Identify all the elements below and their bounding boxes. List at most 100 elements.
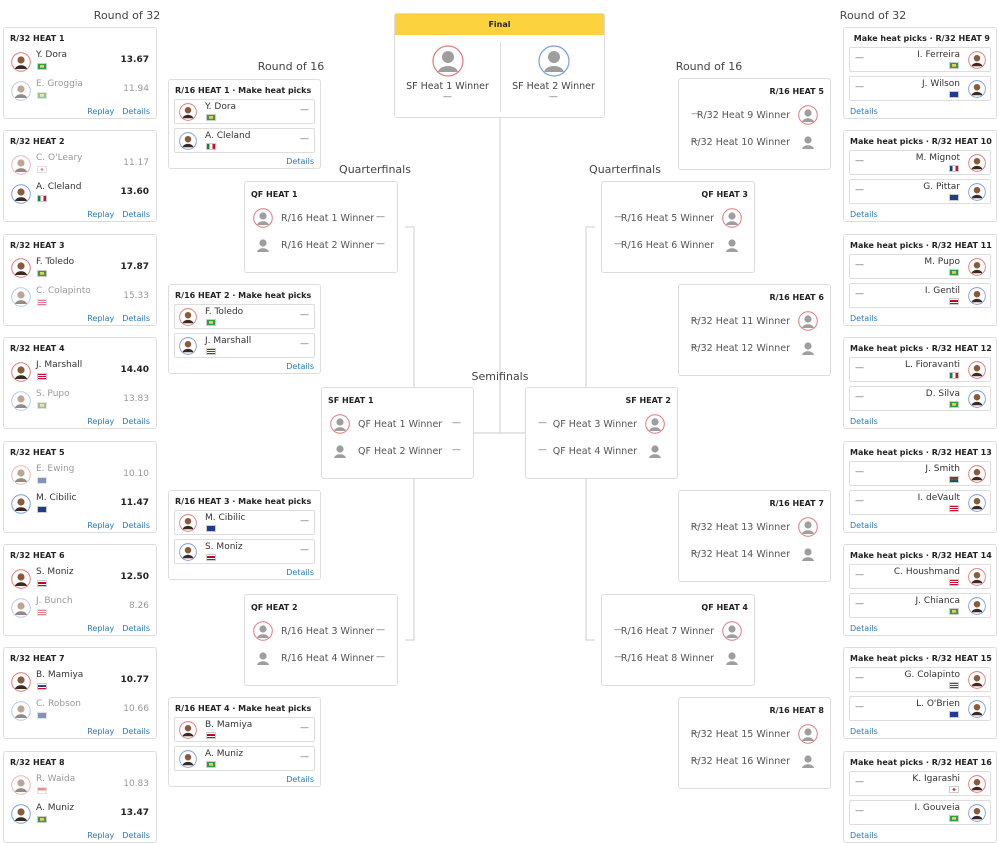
surfer-row[interactable]: E. Groggia 11.94 [8,76,152,105]
pick-score: — [300,723,309,733]
replay-link[interactable]: Replay [87,313,115,323]
replay-link[interactable]: Replay [87,210,115,220]
pick-row[interactable]: — J. Wilson [849,76,991,101]
pick-row[interactable]: — C. Houshmand [849,564,991,589]
pick-row[interactable]: Y. Dora — [174,99,315,124]
winner-slot-row[interactable]: R/16 Heat 8 Winner — [606,645,750,672]
pick-row[interactable]: J. Marshall — [174,333,315,358]
replay-link[interactable]: Replay [87,624,115,633]
surfer-row[interactable]: Y. Dora 13.67 [8,47,152,76]
surfer-row[interactable]: C. O'Leary 11.17 [8,150,152,179]
pick-row[interactable]: — I. deVault [849,489,991,515]
details-link[interactable]: Details [122,624,150,633]
winner-slot-row[interactable]: R/32 Heat 15 Winner — [683,721,826,748]
surfer-row[interactable]: A. Cleland 13.60 [8,179,152,208]
pick-row[interactable]: F. Toledo — [174,304,315,329]
pick-row[interactable]: — I. Gouveia [849,799,991,825]
winner-slot-row[interactable]: QF Heat 4 Winner — [530,438,673,465]
pick-row[interactable]: — M. Pupo [849,253,991,279]
surfer-avatar-icon [179,337,197,355]
details-link[interactable]: Details [850,520,878,530]
heat-score: 10.10 [123,468,149,479]
surfer-row[interactable]: B. Mamiya 10.77 [8,667,152,696]
details-link[interactable]: Details [122,830,150,840]
surfer-row[interactable]: J. Bunch 8.26 [8,593,152,622]
final-slot-b[interactable]: SF Heat 2 Winner — [501,35,606,119]
pick-row[interactable]: — L. O'Brien [849,696,991,722]
details-link[interactable]: Details [850,313,878,323]
pick-row[interactable]: — L. Fioravanti [849,357,991,383]
pick-row[interactable]: — D. Silva [849,386,991,412]
winner-slot-row[interactable]: R/32 Heat 16 Winner — [683,748,826,775]
replay-link[interactable]: Replay [87,727,115,737]
replay-link[interactable]: Replay [87,520,115,530]
winner-slot-row[interactable]: R/16 Heat 2 Winner — [249,232,393,259]
pick-row[interactable]: S. Moniz — [174,539,315,564]
winner-slot-row[interactable]: R/32 Heat 9 Winner — [683,102,826,129]
replay-link[interactable]: Replay [87,417,115,427]
surfer-row[interactable]: F. Toledo 17.87 [8,254,152,283]
heat-title: R/32 HEAT 7 [10,654,65,664]
details-link[interactable]: Details [286,775,314,784]
details-link[interactable]: Details [286,157,314,166]
surfer-row[interactable]: S. Moniz 12.50 [8,564,152,593]
final-card[interactable]: Final SF Heat 1 Winner — SF Heat 2 Winne… [394,13,605,118]
details-link[interactable]: Details [850,107,878,116]
details-link[interactable]: Details [850,417,878,427]
pick-row[interactable]: — K. Igarashi [849,770,991,796]
surfer-row[interactable]: C. Robson 10.66 [8,696,152,725]
pick-row[interactable]: — J. Chianca [849,593,991,618]
pick-row[interactable]: M. Cibilic — [174,510,315,535]
winner-slot-row[interactable]: R/32 Heat 13 Winner — [683,514,826,541]
replay-link[interactable]: Replay [87,107,115,116]
final-slot-a[interactable]: SF Heat 1 Winner — [395,35,500,119]
surfer-name: D. Silva [925,389,960,400]
pick-score: — [855,495,864,506]
pick-row[interactable]: — I. Ferreira [849,47,991,72]
winner-slot-row[interactable]: R/32 Heat 11 Winner — [683,308,826,335]
pick-row[interactable]: — I. Gentil [849,282,991,308]
winner-slot-row[interactable]: R/16 Heat 6 Winner — [606,232,750,259]
pick-row[interactable]: — J. Smith [849,460,991,486]
details-link[interactable]: Details [850,210,878,220]
winner-slot-row[interactable]: R/16 Heat 3 Winner — [249,618,393,645]
details-link[interactable]: Details [850,727,878,737]
pick-score: — [855,599,864,609]
pick-row[interactable]: — M. Mignot [849,150,991,176]
details-link[interactable]: Details [850,624,878,633]
details-link[interactable]: Details [122,727,150,737]
surfer-row[interactable]: S. Pupo 13.83 [8,386,152,415]
replay-link[interactable]: Replay [87,830,115,840]
winner-slot-row[interactable]: QF Heat 2 Winner — [326,438,469,465]
details-link[interactable]: Details [122,210,150,220]
surfer-row[interactable]: J. Marshall 14.40 [8,357,152,386]
details-link[interactable]: Details [122,520,150,530]
surfer-row[interactable]: E. Ewing 10.10 [8,461,152,490]
winner-slot-row[interactable]: R/32 Heat 10 Winner — [683,129,826,156]
details-link[interactable]: Details [286,362,314,371]
pick-row[interactable]: B. Mamiya — [174,717,315,742]
surfer-name: G. Pittar [923,182,960,193]
details-link[interactable]: Details [122,417,150,427]
pick-row[interactable]: — G. Colapinto [849,667,991,693]
winner-slot-row[interactable]: R/16 Heat 4 Winner — [249,645,393,672]
winner-slot-row[interactable]: QF Heat 3 Winner — [530,411,673,438]
details-link[interactable]: Details [122,313,150,323]
surfer-row[interactable]: R. Waida 10.83 [8,771,152,800]
pick-row[interactable]: A. Muniz — [174,746,315,771]
winner-slot-row[interactable]: R/32 Heat 12 Winner — [683,335,826,362]
winner-slot-row[interactable]: R/32 Heat 14 Winner — [683,541,826,568]
pick-row[interactable]: A. Cleland — [174,128,315,153]
winner-slot-row[interactable]: QF Heat 1 Winner — [326,411,469,438]
details-link[interactable]: Details [286,568,314,577]
surfer-row[interactable]: A. Muniz 13.47 [8,800,152,829]
pick-row[interactable]: — G. Pittar [849,179,991,205]
surfer-row[interactable]: C. Colapinto 15.33 [8,283,152,312]
winner-slot-row[interactable]: R/16 Heat 1 Winner — [249,205,393,232]
surfer-row[interactable]: M. Cibilic 11.47 [8,490,152,519]
details-link[interactable]: Details [850,830,878,840]
winner-slot-row[interactable]: R/16 Heat 7 Winner — [606,618,750,645]
br-flag-icon [37,402,47,410]
winner-slot-row[interactable]: R/16 Heat 5 Winner — [606,205,750,232]
details-link[interactable]: Details [122,107,150,116]
